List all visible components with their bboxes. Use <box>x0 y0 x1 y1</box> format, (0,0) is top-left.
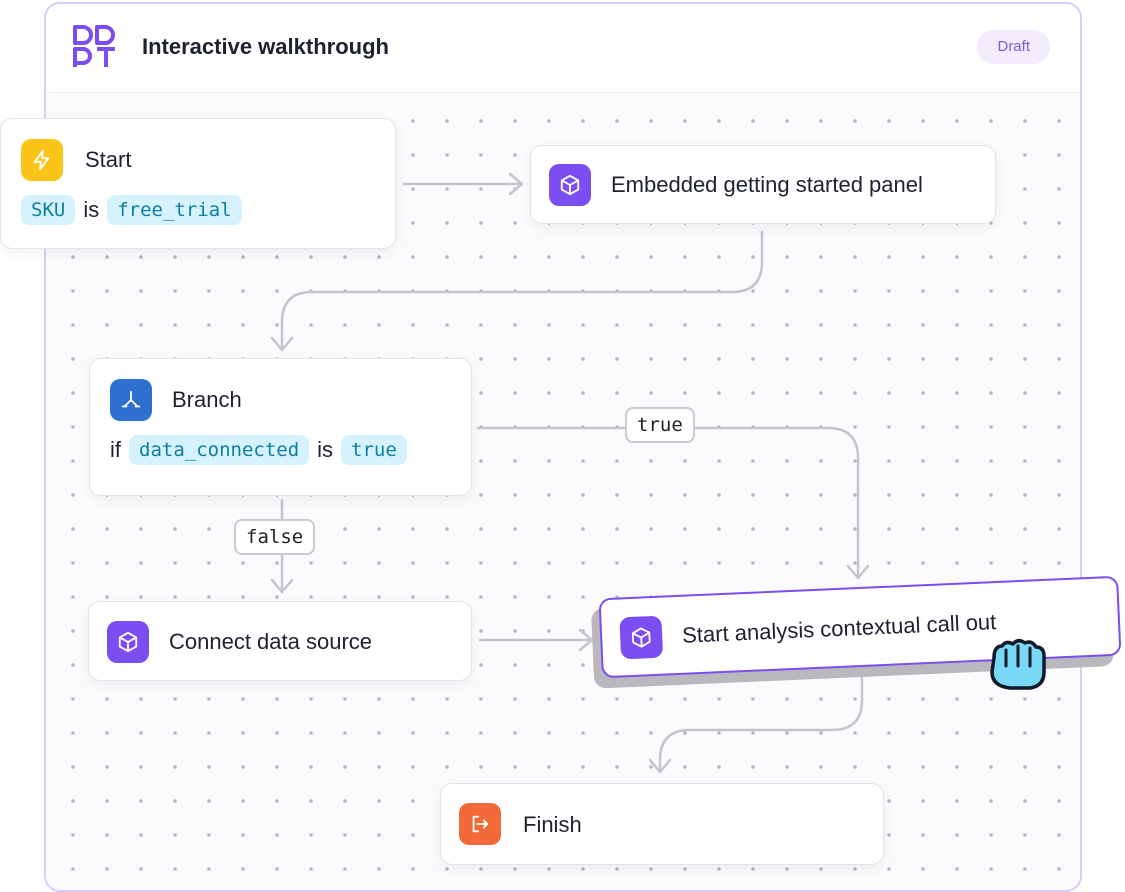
condition-value-chip: free_trial <box>107 195 242 225</box>
node-branch-label: Branch <box>172 387 242 412</box>
condition-operator: is <box>317 437 334 462</box>
cube-icon <box>549 164 591 206</box>
cube-icon <box>619 615 664 660</box>
grab-hand-icon <box>990 639 1046 690</box>
condition-prefix: if <box>110 437 121 462</box>
start-condition: SKU is free_trial <box>21 195 242 225</box>
lightning-icon <box>21 139 63 181</box>
cube-icon <box>107 621 149 663</box>
header-bar: Interactive walkthrough Draft <box>46 4 1080 93</box>
condition-operator: is <box>83 197 100 222</box>
branch-condition: if data_connected is true <box>110 435 407 465</box>
node-finish-label: Finish <box>523 812 582 837</box>
node-connect-data-label: Connect data source <box>169 629 373 654</box>
node-embedded-panel[interactable]: Embedded getting started panel <box>530 145 996 224</box>
node-start-analysis[interactable]: Start analysis contextual call out <box>598 575 1122 679</box>
condition-field-chip: SKU <box>21 195 76 225</box>
exit-icon <box>459 803 501 845</box>
node-start-analysis-label: Start analysis contextual call out <box>681 609 997 648</box>
condition-field-chip: data_connected <box>129 435 310 465</box>
status-badge[interactable]: Draft <box>977 30 1050 64</box>
edge-label-true: true <box>625 407 695 443</box>
edge-label-false: false <box>234 519 316 555</box>
app-logo-icon <box>73 25 115 67</box>
node-connect-data[interactable]: Connect data source <box>88 601 472 681</box>
page-title: Interactive walkthrough <box>142 34 389 59</box>
node-finish[interactable]: Finish <box>440 783 884 865</box>
node-branch[interactable]: Branch if data_connected is true <box>89 358 472 496</box>
condition-value-chip: true <box>341 435 407 465</box>
node-embedded-panel-label: Embedded getting started panel <box>611 172 923 197</box>
node-start-label: Start <box>85 147 132 172</box>
node-start[interactable]: Start SKU is free_trial <box>0 118 396 249</box>
branch-icon <box>110 379 152 421</box>
